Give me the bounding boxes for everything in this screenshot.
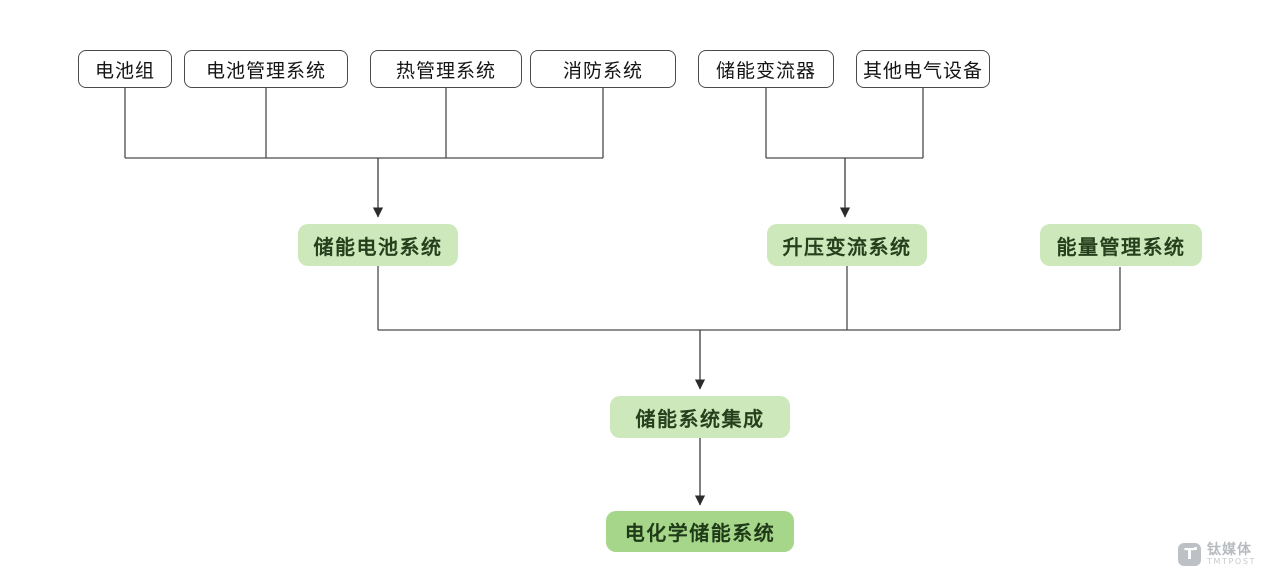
tmtpost-logo-icon: T: [1178, 542, 1202, 566]
node-electrochemical-storage-system: 电化学储能系统: [606, 511, 794, 552]
node-storage-system-integration: 储能系统集成: [610, 396, 790, 438]
tmtpost-logo: T 钛媒体 TMTPOST: [1178, 543, 1256, 566]
node-thermal-management-system: 热管理系统: [370, 50, 522, 88]
connector-group-middle: [377, 266, 1121, 331]
connector-group-top-left: [124, 88, 604, 159]
connector-group-top-right: [765, 88, 924, 159]
logo-text: 钛媒体 TMTPOST: [1207, 543, 1256, 566]
logo-t-dot: [1194, 546, 1198, 550]
node-energy-management-system: 能量管理系统: [1040, 224, 1202, 266]
node-fire-protection-system: 消防系统: [530, 50, 676, 88]
node-battery-management-system: 电池管理系统: [184, 50, 348, 88]
node-boost-conversion-system: 升压变流系统: [767, 224, 927, 266]
node-storage-converter: 储能变流器: [698, 50, 834, 88]
node-battery-pack: 电池组: [78, 50, 172, 88]
logo-brand-text: 钛媒体: [1207, 541, 1253, 558]
connector-arrows: [372, 158, 851, 506]
logo-subtext: TMTPOST: [1207, 556, 1256, 566]
logo-t-glyph: T: [1184, 545, 1195, 564]
node-other-electrical-equipment: 其他电气设备: [856, 50, 990, 88]
node-storage-battery-system: 储能电池系统: [298, 224, 458, 266]
